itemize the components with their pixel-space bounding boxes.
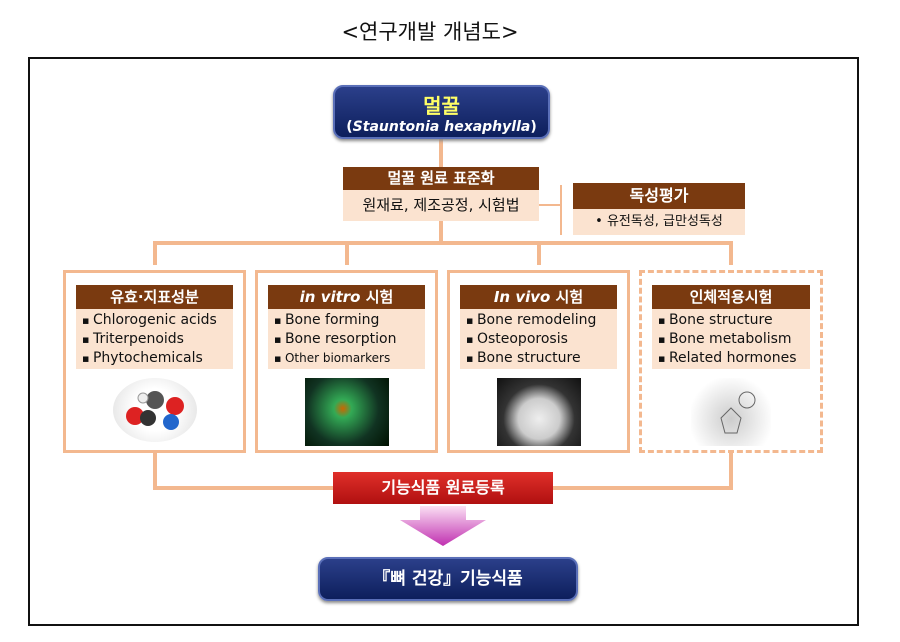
header-italic: In vivo — [493, 288, 551, 306]
list-item: Triterpenoids — [82, 330, 227, 349]
standardization-header: 멀꿀 원료 표준화 — [343, 167, 539, 190]
connector — [439, 139, 443, 167]
standardization-body: 원재료, 제조공정, 시험법 — [343, 190, 539, 221]
card-active-compounds: 유효·지표성분 Chlorogenic acidsTriterpenoidsPh… — [63, 270, 246, 453]
list-item: Bone metabolism — [658, 330, 804, 349]
diagram-title: <연구개발 개념도> — [341, 20, 519, 44]
human-body-image — [691, 378, 771, 446]
bracket — [560, 185, 562, 235]
header-rest: 시험 — [360, 288, 394, 306]
mouse-image — [496, 378, 581, 446]
card-in-vivo: In vivo 시험 Bone remodelingOsteoporosisBo… — [447, 270, 630, 453]
list-item: Bone structure — [658, 311, 804, 330]
card-header: 인체적용시험 — [652, 285, 810, 309]
paren: ( — [346, 119, 353, 135]
list-item: Chlorogenic acids — [82, 311, 227, 330]
header-rest: 시험 — [550, 288, 584, 306]
toxicity-body: • 유전독성, 급만성독성 — [573, 209, 745, 235]
connector — [537, 241, 541, 265]
card-header: 유효·지표성분 — [76, 285, 233, 309]
card-in-vitro: in vitro 시험 Bone formingBone resorptionO… — [255, 270, 438, 453]
paren: ) — [530, 119, 537, 135]
list-item: Related hormones — [658, 349, 804, 368]
diagram-frame — [28, 57, 859, 626]
list-item: Other biomarkers — [274, 349, 419, 368]
list-item: Phytochemicals — [82, 349, 227, 368]
list-item: Bone remodeling — [466, 311, 611, 330]
connector — [539, 204, 561, 206]
connector — [729, 452, 733, 490]
plant-box: 멀꿀 (Stauntonia hexaphylla) — [333, 85, 550, 139]
connector — [153, 452, 157, 490]
final-product-box: 『뼈 건강』기능식품 — [318, 557, 578, 601]
plant-scientific-name: Stauntonia hexaphylla — [352, 119, 531, 135]
list-item: Osteoporosis — [466, 330, 611, 349]
registration-box: 기능식품 원료등록 — [333, 472, 553, 504]
connector — [153, 241, 157, 265]
card-header: in vitro 시험 — [268, 285, 425, 309]
connector — [439, 221, 443, 241]
list-item: Bone forming — [274, 311, 419, 330]
connector — [729, 241, 733, 265]
list-item: Bone structure — [466, 349, 611, 368]
molecule-image — [112, 378, 197, 442]
connector — [345, 241, 349, 265]
card-header: In vivo 시험 — [460, 285, 617, 309]
connector — [153, 241, 733, 245]
card-human-trial: 인체적용시험 Bone structureBone metabolismRela… — [639, 270, 823, 453]
cell-microscopy-image — [304, 378, 389, 446]
plant-korean: 멀꿀 — [423, 94, 460, 118]
toxicity-header: 독성평가 — [573, 183, 745, 209]
header-italic: in vitro — [299, 288, 361, 306]
list-item: Bone resorption — [274, 330, 419, 349]
down-arrow-icon — [400, 506, 486, 546]
